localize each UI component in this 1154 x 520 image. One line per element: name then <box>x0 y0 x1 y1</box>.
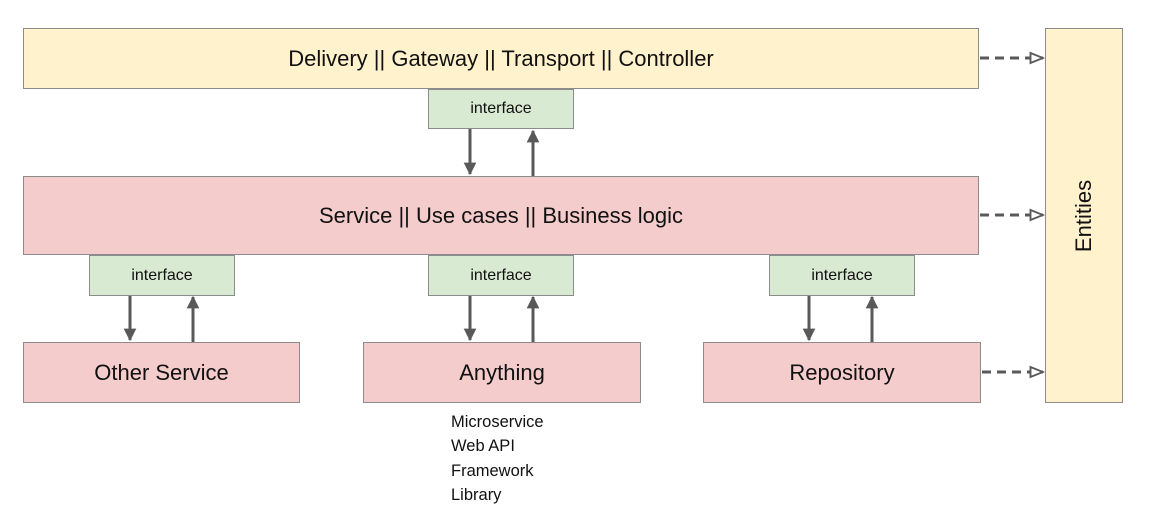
anything-example-microservice: Microservice <box>451 413 544 431</box>
interface-label-left: interface <box>131 266 193 284</box>
repository-label: Repository <box>789 359 895 385</box>
interface-label-top: interface <box>470 100 532 117</box>
other-service-box: Other Service <box>23 342 300 403</box>
service-layer-label: Service || Use cases || Business logic <box>319 202 683 228</box>
interface-label-middle: interface <box>470 266 532 284</box>
delivery-layer-box: Delivery || Gateway || Transport || Cont… <box>23 28 979 89</box>
interface-box-top: interface <box>428 89 574 129</box>
interface-box-right: interface <box>769 255 915 296</box>
delivery-layer-label: Delivery || Gateway || Transport || Cont… <box>288 45 714 71</box>
anything-example-web-api: Web API <box>451 437 515 456</box>
entities-label: Entities <box>1071 179 1096 252</box>
other-service-label: Other Service <box>94 359 229 385</box>
anything-example-library: Library <box>451 485 502 504</box>
interface-box-middle: interface <box>428 255 574 296</box>
entities-box: Entities <box>1045 28 1123 403</box>
service-layer-box: Service || Use cases || Business logic <box>23 176 979 255</box>
anything-examples-list: Microservice Web API Framework Library <box>451 410 544 507</box>
anything-box: Anything <box>363 342 641 403</box>
interface-box-left: interface <box>89 255 235 296</box>
anything-label: Anything <box>459 359 545 385</box>
repository-box: Repository <box>703 342 981 403</box>
interface-label-right: interface <box>811 266 873 284</box>
anything-example-framework: Framework <box>451 461 534 480</box>
